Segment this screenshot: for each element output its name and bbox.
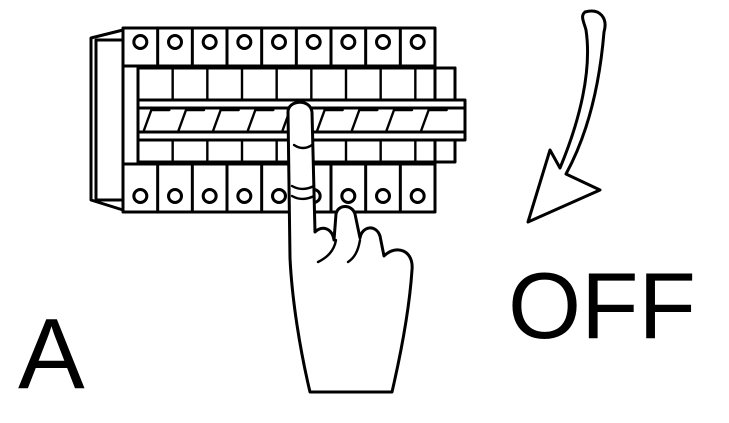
terminal-screw-bottom	[132, 188, 149, 204]
terminal-screw-bottom	[167, 188, 183, 204]
terminal-screw-top	[201, 34, 218, 50]
breaker-toggle	[350, 108, 379, 134]
breaker-toggle	[315, 108, 344, 134]
terminal-screw-bottom	[375, 188, 391, 204]
terminal-screw-bottom	[236, 188, 253, 204]
terminal-screw-top	[375, 34, 391, 50]
breaker-toggle	[419, 108, 448, 134]
terminal-screw-top	[340, 34, 357, 50]
panel-letter-label: A	[18, 298, 85, 410]
breaker-toggle	[142, 108, 171, 134]
terminal-screw-top	[236, 34, 253, 50]
terminal-screw-top	[409, 34, 426, 50]
terminal-screw-top	[271, 34, 287, 50]
breaker-toggle	[246, 108, 275, 134]
curved-arrow-down-icon	[526, 9, 607, 224]
terminal-screw-top	[167, 34, 183, 50]
terminal-screw-top	[305, 34, 322, 50]
terminal-screw-bottom	[271, 188, 287, 204]
breaker-toggle	[211, 108, 240, 134]
breaker-panel-icon	[89, 26, 467, 214]
terminal-screw-bottom	[201, 188, 218, 204]
hand-pressing-icon	[286, 100, 414, 394]
breaker-toggle	[176, 108, 206, 134]
breaker-toggle	[384, 108, 414, 134]
terminal-screw-top	[132, 34, 149, 50]
off-state-label: OFF	[508, 253, 696, 358]
terminal-screw-bottom	[409, 188, 426, 204]
terminal-screw-bottom	[340, 188, 357, 204]
